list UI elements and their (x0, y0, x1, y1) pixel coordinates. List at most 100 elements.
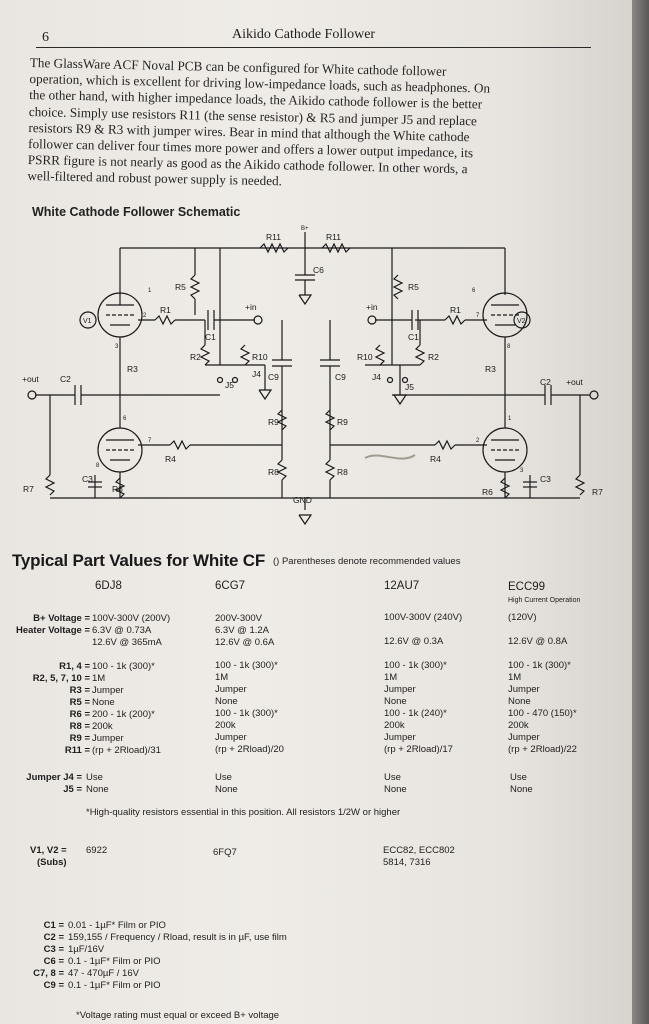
schematic-label: R4 (430, 454, 441, 464)
schematic-label: C9 (268, 372, 279, 382)
running-title: Aikido Cathode Follower (232, 27, 376, 42)
cell: 200k (384, 720, 405, 731)
cell: None (510, 784, 533, 795)
schematic-label: R5 (408, 282, 419, 292)
cell: Jumper (508, 684, 540, 695)
tube-header: ECC99 (508, 581, 546, 593)
cell: Jumper (215, 732, 247, 743)
schematic-label: 3 (520, 468, 524, 474)
header-rule (36, 47, 591, 48)
cap-value: 159,155 / Frequency / Rload, result is i… (68, 932, 287, 943)
subs-cell: ECC82, ECC802 (383, 845, 455, 856)
cell: 12.6V @ 365mA (92, 637, 162, 648)
schematic-label: C3 (540, 474, 551, 484)
cell: 100 - 1k (300)* (92, 661, 155, 672)
cell: 1M (215, 672, 229, 683)
tube-header: 12AU7 (384, 580, 420, 592)
schematic-label: J5 (225, 380, 234, 390)
schematic-label: C1 (205, 332, 216, 342)
parts-title: Typical Part Values for White CF (12, 551, 266, 570)
row-label: R2, 5, 7, 10 = (32, 673, 90, 684)
schematic-label: +out (566, 377, 583, 387)
cap-value: 1µF/16V (68, 944, 105, 955)
cap-label: C1 = (43, 920, 64, 931)
cell: 100 - 1k (300)* (215, 708, 278, 719)
cap-label: C2 = (43, 932, 64, 943)
schematic-label: R1 (160, 305, 171, 315)
schematic-label: 6 (472, 288, 476, 294)
cap-label: C9 = (43, 980, 64, 991)
cell: Jumper (92, 733, 124, 744)
cell: 6.3V @ 1.2A (215, 625, 270, 636)
cell: Use (86, 772, 103, 783)
schematic-label: C2 (540, 377, 551, 387)
schematic-label: V2 (517, 318, 526, 325)
cell: (rp + 2Rload)/22 (508, 744, 577, 755)
schematic-label: +out (22, 374, 39, 384)
row-label: R1, 4 = (59, 661, 90, 672)
cell: Jumper (508, 732, 540, 743)
schematic-label: R5 (175, 282, 186, 292)
row-label: R5 = (69, 697, 90, 708)
cell: 100 - 1k (240)* (384, 708, 447, 719)
schematic-label: R9 (337, 417, 348, 427)
subs-cell: 6922 (86, 845, 108, 856)
row-label: R11 = (64, 745, 90, 756)
schematic-title: White Cathode Follower Schematic (32, 205, 241, 219)
row-label: J5 = (63, 784, 82, 795)
subs-label: (Subs) (37, 857, 67, 868)
schematic-label: R6 (482, 487, 493, 497)
schematic-label: R4 (165, 454, 176, 464)
schematic-label: 8 (507, 344, 511, 350)
cell: 12.6V @ 0.8A (508, 636, 568, 647)
cell: 12.6V @ 0.6A (215, 637, 275, 648)
schematic-label: C2 (60, 374, 71, 384)
schematic-label: R1 (450, 305, 461, 315)
schematic-label: GND (293, 495, 312, 505)
cell: None (215, 784, 238, 795)
cell: Jumper (92, 685, 124, 696)
schematic-label: 2 (476, 438, 480, 444)
schematic-label: R2 (190, 352, 201, 362)
schematic-label: 1 (508, 416, 512, 422)
cell: Use (384, 772, 401, 783)
schematic-label: 3 (115, 344, 119, 350)
schematic-label: R10 (252, 352, 268, 362)
row-label: R3 = (69, 685, 90, 696)
cell: Use (510, 772, 527, 783)
row-label: B+ Voltage = (33, 613, 90, 624)
schematic-label: R3 (127, 364, 138, 374)
schematic-label: R9 (268, 417, 279, 427)
cell: 1M (92, 673, 106, 684)
parts-note: () Parentheses denote recommended values (273, 556, 461, 567)
cell: 12.6V @ 0.3A (384, 636, 444, 647)
cell: None (508, 696, 531, 707)
schematic-label: C9 (335, 372, 346, 382)
subs-cell: 6FQ7 (213, 847, 237, 858)
schematic-diagram: B+ R11 R11 C6 R5 R5 R1 R1 +in +in C1 C1 … (22, 226, 603, 526)
tube-note: High Current Operation (508, 597, 581, 604)
schematic-label: C3 (82, 474, 93, 484)
schematic-label: B+ (301, 226, 309, 232)
schematic-label: J5 (405, 382, 414, 392)
cell: (120V) (508, 612, 537, 623)
schematic-label: C1 (408, 332, 419, 342)
schematic-label: J4 (372, 372, 381, 382)
cell: Jumper (384, 684, 416, 695)
cell: 100V-300V (200V) (92, 613, 171, 624)
cell: None (215, 696, 238, 707)
cell: None (384, 696, 407, 707)
cell: None (92, 697, 115, 708)
row-label: Jumper J4 = (26, 772, 82, 783)
cell: 200k (508, 720, 529, 731)
voltage-note: *Voltage rating must equal or exceed B+ … (76, 1010, 280, 1021)
row-label: Heater Voltage = (15, 625, 90, 636)
schematic-label: R8 (268, 467, 279, 477)
schematic-label: R11 (266, 232, 281, 242)
cap-value: 47 - 470µF / 16V (68, 968, 139, 979)
schematic-label: 6 (123, 416, 127, 422)
schematic-label: +in (245, 302, 257, 312)
subs-cell: 5814, 7316 (383, 857, 431, 868)
schematic-label: J4 (252, 369, 261, 379)
cap-value: 0.1 - 1µF* Film or PIO (68, 980, 161, 991)
